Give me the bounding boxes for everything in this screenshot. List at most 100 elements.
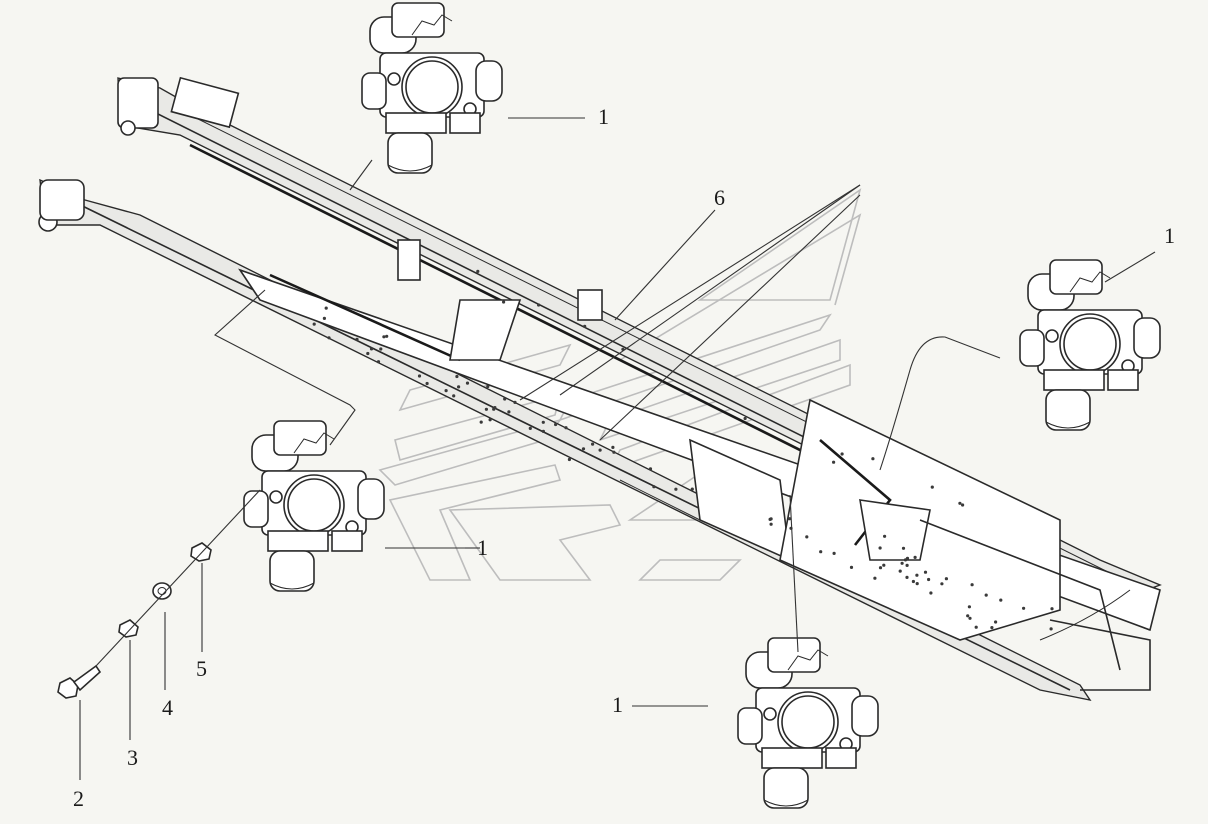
rivet-dot [567, 457, 572, 462]
rivet-dot [905, 563, 909, 568]
rivet-dot [513, 400, 517, 404]
cross-members [449, 299, 1151, 691]
rivet-dot [591, 442, 595, 446]
rivet-holes [312, 269, 1054, 631]
rivet-dot [913, 555, 917, 560]
valve-bottom [737, 637, 879, 809]
rivet-dot [840, 452, 844, 456]
rivet-dot [324, 306, 328, 310]
rivet-dot [832, 551, 836, 556]
rivet-dot [832, 460, 836, 464]
rivet-dot [927, 577, 931, 582]
callout-nut: 3 [127, 745, 138, 770]
rivet-dot [878, 546, 882, 550]
callout-valve-bottom: 1 [612, 692, 623, 717]
callout-bolt: 2 [73, 786, 84, 811]
rivet-dot [968, 616, 972, 620]
rivet-dot [537, 303, 541, 307]
nut [118, 619, 139, 638]
rivet-dot [882, 563, 886, 567]
rivet-dot [379, 347, 383, 351]
rivet-dot [878, 566, 883, 570]
callout-valve-top: 1 [598, 104, 609, 129]
rivet-dot [369, 347, 374, 351]
rivet-dot [507, 410, 511, 414]
rivet-dot [1050, 607, 1054, 611]
rivet-dot [788, 517, 792, 521]
rivet-dot [581, 447, 586, 451]
rivet-dot [486, 384, 490, 389]
rivet-dot [915, 573, 919, 577]
rivet-dot [425, 381, 429, 386]
rivet-dot [583, 324, 587, 328]
rivet-dot [966, 614, 970, 618]
rivet-dot [930, 485, 934, 489]
rivet-dot [929, 591, 933, 595]
rivet-dot [974, 625, 978, 629]
rivet-dot [958, 501, 962, 505]
rivet-dot [1022, 606, 1026, 610]
rivet-dot [503, 397, 507, 401]
rivet-dot [457, 385, 461, 389]
rivet-dot [898, 569, 902, 573]
rivet-dot [849, 565, 854, 570]
rivet-dot [444, 389, 448, 393]
leader-lines [79, 117, 1156, 780]
callout-valve-right: 1 [1164, 223, 1175, 248]
rivet-dot [1049, 627, 1053, 631]
rivet-dot [674, 487, 678, 491]
rivet-dot [984, 593, 988, 597]
rivet-dot [541, 420, 545, 424]
rivet-dot [385, 334, 389, 338]
rivet-dot [769, 517, 773, 521]
callout-fuel-line: 6 [714, 185, 725, 210]
rivet-dot [554, 422, 558, 427]
rivet-dot [743, 416, 747, 421]
rivet-dot [905, 575, 909, 580]
rivet-dot [990, 626, 994, 630]
rivet-dot [376, 360, 381, 364]
rivet-dot [883, 534, 887, 538]
rivet-dot [819, 550, 823, 554]
valve-left [243, 420, 385, 592]
valve-top [361, 2, 503, 174]
rivet-dot [327, 336, 331, 340]
rivet-dot [967, 605, 972, 609]
callout-washer: 4 [162, 695, 173, 720]
rivet-dot [873, 576, 877, 580]
bolt [57, 664, 102, 699]
rivet-dot [492, 407, 496, 411]
rivet-dot [871, 457, 875, 461]
rivet-dot [612, 450, 616, 454]
rivet-dot [312, 322, 316, 326]
rivet-dot [417, 374, 422, 378]
rivet-dot [769, 522, 773, 526]
rivet-dot [484, 407, 488, 411]
rivet-dot [528, 426, 532, 430]
rivet-dot [648, 467, 653, 471]
rivet-dot [476, 269, 480, 273]
rivet-dot [903, 558, 908, 562]
rivet-dot [479, 420, 483, 424]
rivet-dot [611, 445, 615, 449]
rivet-dot [598, 448, 602, 452]
rivet-dot [502, 300, 506, 304]
rivet-dot [900, 561, 904, 565]
rivet-dot [652, 485, 656, 489]
rivet-dot [901, 546, 906, 550]
rivet-dot [970, 583, 974, 587]
rivet-dot [488, 418, 492, 422]
rivet-dot [805, 535, 809, 539]
rivet-dot [541, 429, 546, 433]
rivet-dot [944, 577, 949, 581]
rivet-dot [915, 582, 919, 586]
rivet-dot [322, 316, 326, 320]
rivet-dot [465, 381, 470, 385]
rivet-dot [911, 579, 916, 584]
rivet-dot [452, 394, 456, 398]
rivet-dot [940, 582, 944, 586]
callout-lock-nut: 5 [196, 656, 207, 681]
rivet-dot [923, 570, 928, 574]
